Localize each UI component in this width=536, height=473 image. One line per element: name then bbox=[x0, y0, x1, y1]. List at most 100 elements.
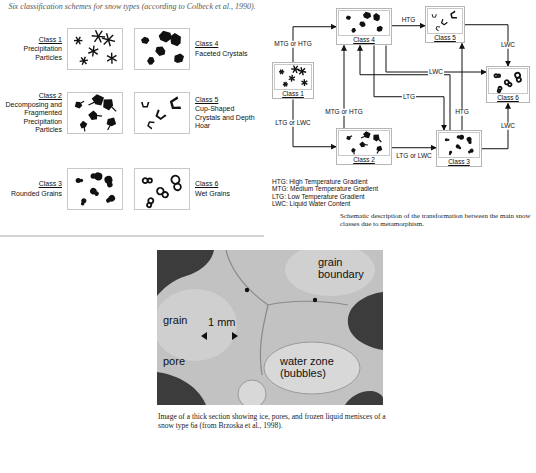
snow-grain bbox=[282, 81, 288, 87]
cup-crystal bbox=[169, 96, 181, 111]
snow-grain bbox=[141, 37, 149, 44]
faceted-crystal bbox=[363, 12, 372, 20]
class-name: Class 2 bbox=[353, 156, 375, 163]
wet-grain bbox=[173, 183, 181, 191]
snow-grain bbox=[346, 136, 352, 140]
class-box: Class 3 bbox=[436, 130, 482, 167]
water-bubble bbox=[238, 380, 266, 405]
edge-label: MTG or HTG bbox=[273, 41, 313, 48]
class-description: Cup-Shaped Crystals and Depth Hoar bbox=[195, 105, 255, 129]
class-description: Wet Grains bbox=[195, 190, 255, 198]
snow-grain bbox=[89, 94, 105, 107]
round-grain bbox=[468, 140, 472, 144]
fragment-arm bbox=[376, 149, 381, 154]
panel-rule bbox=[0, 236, 264, 237]
class-sample: Class 3Rounded Grains bbox=[2, 168, 123, 210]
faceted-crystal bbox=[372, 12, 381, 22]
crystal-arm bbox=[292, 76, 295, 79]
snow-thumbnail bbox=[134, 92, 190, 134]
label-column: Class 4Faceted Crystals bbox=[195, 40, 255, 57]
class-description: Faceted Crystals bbox=[195, 50, 255, 58]
snow-thumbnail bbox=[338, 130, 390, 156]
snow-grain bbox=[87, 109, 102, 124]
figure-title: Six classification schemes for snow type… bbox=[4, 2, 260, 12]
snow-thumbnail bbox=[134, 168, 190, 210]
snow-thumbnail bbox=[427, 8, 463, 34]
legend-entry: HTG: High Temperature Gradient bbox=[272, 178, 378, 185]
thumb-frame bbox=[439, 133, 480, 158]
snow-grain bbox=[80, 198, 87, 207]
wet-grain bbox=[497, 89, 500, 92]
crystal-arm bbox=[293, 69, 295, 73]
transformation-arrow bbox=[344, 45, 345, 128]
pore-region bbox=[345, 391, 383, 405]
fragment bbox=[105, 116, 118, 129]
thumb-frame bbox=[428, 9, 463, 34]
snow-thumbnail bbox=[134, 28, 190, 70]
cup-crystal bbox=[450, 11, 457, 20]
marker-dot bbox=[245, 288, 249, 292]
fragment bbox=[372, 133, 380, 142]
snow-grain bbox=[76, 178, 83, 183]
grain-boundary-line bbox=[226, 250, 268, 305]
faceted-crystal bbox=[358, 20, 367, 29]
faceted-crystal bbox=[346, 15, 351, 19]
class-description: Decomposing and Fragmented Precipitation… bbox=[2, 101, 62, 133]
grain-boundary-line bbox=[268, 301, 348, 305]
snow-grain bbox=[372, 12, 381, 22]
snow-grain bbox=[79, 56, 89, 66]
edge-label: HTG bbox=[401, 16, 417, 23]
snow-grain bbox=[494, 74, 500, 77]
class-description: Precipitation Particles bbox=[2, 45, 62, 61]
snow-thumbnail bbox=[438, 132, 480, 158]
crystal-arm bbox=[303, 83, 306, 86]
snow-grain bbox=[298, 66, 307, 76]
round-grain bbox=[93, 190, 99, 196]
cup-crystal bbox=[154, 109, 167, 121]
fragment-arm bbox=[108, 102, 116, 113]
snow-grain bbox=[466, 136, 473, 144]
transformation-arrow bbox=[392, 25, 425, 26]
crystal-arm bbox=[107, 58, 112, 61]
edge-label: LWC bbox=[428, 69, 444, 76]
crystal-arm bbox=[302, 70, 306, 73]
snow-thumbnail bbox=[274, 64, 312, 90]
micrograph-label: grain bbox=[163, 314, 187, 326]
snow-grain bbox=[147, 120, 155, 130]
class-box: Class 6 bbox=[486, 66, 530, 103]
crystal-arm bbox=[109, 58, 114, 63]
snow-thumbnail bbox=[67, 92, 123, 134]
wet-grain bbox=[156, 187, 165, 196]
crystal-arm bbox=[107, 33, 109, 39]
label-column: Class 3Rounded Grains bbox=[2, 180, 62, 197]
snow-grain bbox=[103, 175, 114, 189]
figure-caption: Image of a thick section showing ice, po… bbox=[158, 412, 386, 431]
wet-grain bbox=[148, 179, 152, 183]
round-grain bbox=[458, 146, 462, 150]
class-sample: Class 1Precipitation Particles bbox=[2, 28, 123, 70]
class-name: Class 4 bbox=[353, 36, 375, 43]
fragment-arm bbox=[82, 125, 87, 132]
transformation-arrow bbox=[360, 45, 450, 130]
micrograph-label: water zone (bubbles) bbox=[280, 355, 352, 379]
ice-grain bbox=[157, 289, 237, 361]
round-grain bbox=[90, 173, 96, 179]
crystal-arm bbox=[112, 55, 117, 58]
crystal-arm bbox=[108, 38, 115, 43]
snow-grain bbox=[74, 37, 82, 44]
crystal-arm bbox=[89, 48, 93, 51]
class-sample: Class 2Decomposing and Fragmented Precip… bbox=[2, 92, 123, 134]
edge-label: LTG bbox=[402, 93, 416, 100]
snow-grain bbox=[291, 65, 300, 73]
snow-grain bbox=[101, 97, 116, 114]
legend-entry: LWC: Liquid Water Content bbox=[272, 200, 378, 207]
edge-label: LTG or LWC bbox=[395, 152, 433, 159]
faceted-crystal bbox=[141, 37, 149, 44]
legend-entry: MTG: Medium Temperature Gradient bbox=[272, 185, 378, 192]
snow-grain bbox=[363, 12, 372, 20]
pore-region bbox=[157, 372, 206, 405]
snow-grain bbox=[146, 56, 156, 66]
cup-crystal bbox=[435, 25, 440, 31]
snow-grain bbox=[374, 145, 383, 154]
snow-thumbnail bbox=[488, 68, 528, 94]
